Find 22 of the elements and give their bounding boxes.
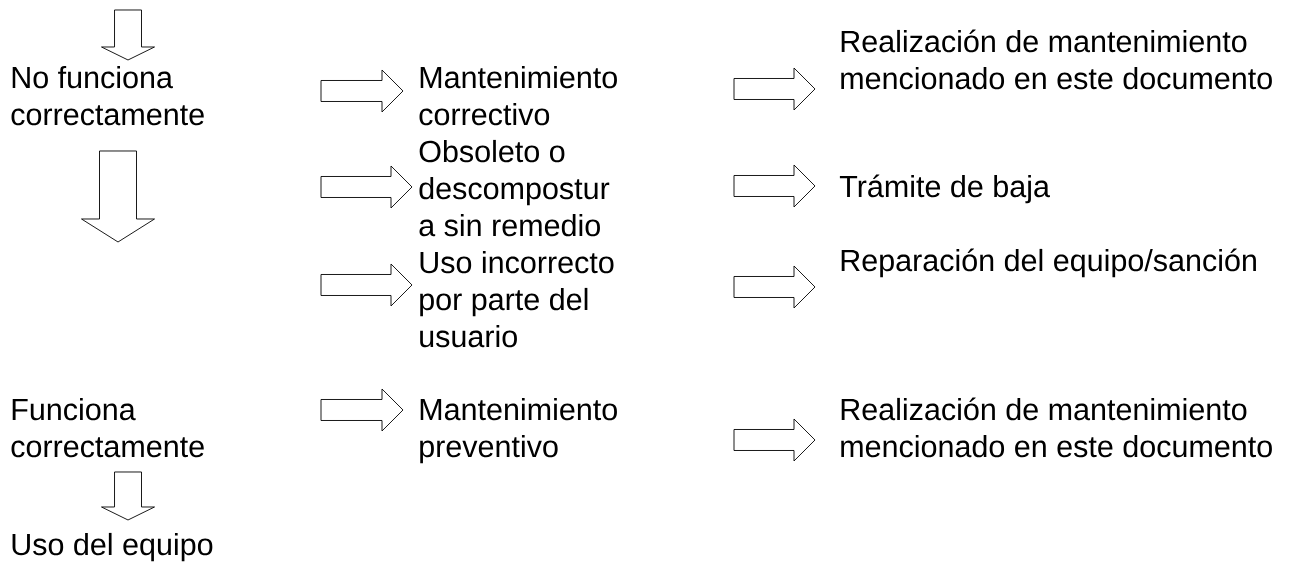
step-text: Mantenimiento correctivo xyxy=(419,65,617,126)
step-text: Obsoleto o descompostur a sin remedio xyxy=(419,139,610,237)
block-arrow xyxy=(320,165,413,209)
block-arrow xyxy=(320,263,413,307)
step-text: Mantenimiento preventivo xyxy=(420,397,617,464)
block-arrow xyxy=(320,388,404,432)
block-arrow xyxy=(733,265,816,309)
block-arrow xyxy=(101,9,155,61)
block-arrow xyxy=(733,418,816,462)
step-text: Uso del equipo xyxy=(12,532,213,562)
step-text: Funciona correctamente xyxy=(11,397,204,458)
block-arrow xyxy=(733,164,816,208)
step-text: Uso incorrecto por parte del usuario xyxy=(420,250,614,348)
block-arrow xyxy=(101,471,155,521)
block-arrow xyxy=(81,150,155,243)
block-arrow xyxy=(733,67,816,111)
step-text: Realización de mantenimiento mencionado en este documento xyxy=(841,29,1272,90)
step-text: Reparación del equipo/sanción xyxy=(841,248,1256,278)
step-text: No funciona correctamente xyxy=(11,65,204,126)
block-arrow xyxy=(320,69,404,113)
step-text: Trámite de baja xyxy=(839,174,1050,204)
step-text: Realización de mantenimiento mencionado en este documento xyxy=(841,397,1272,458)
